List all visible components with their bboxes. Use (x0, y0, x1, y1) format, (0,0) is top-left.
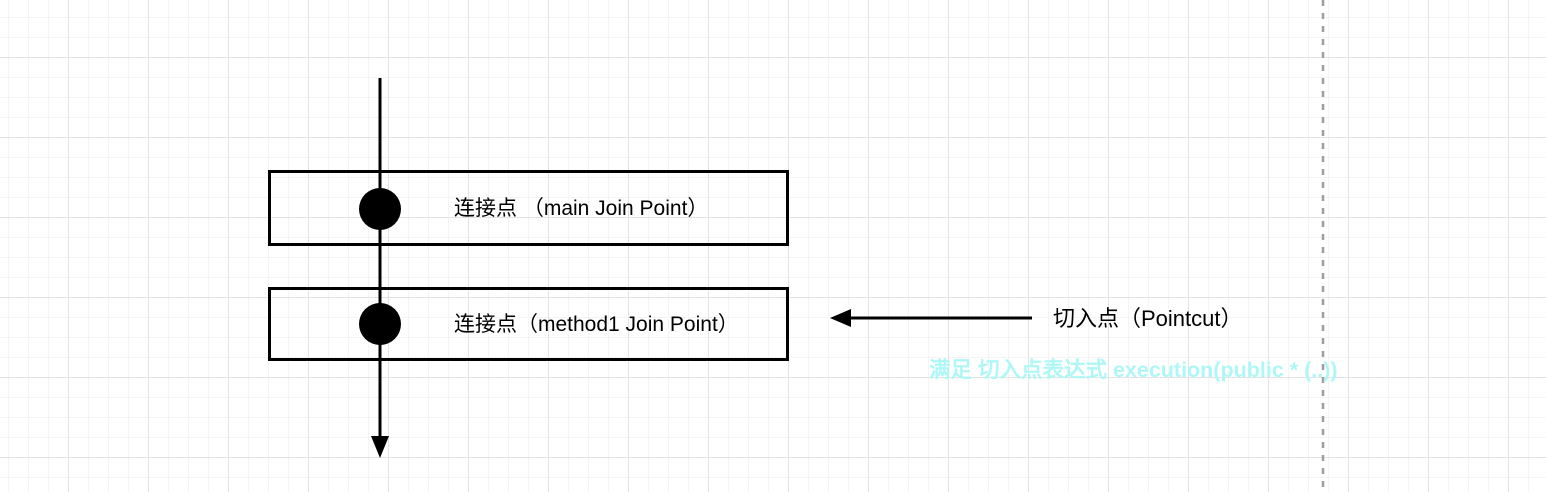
join-point-box-main-label: 连接点 （main Join Point） (454, 196, 709, 220)
join-point-marker-method1[interactable] (359, 303, 401, 345)
flow-arrowhead-down-icon[interactable] (371, 436, 389, 458)
join-point-box-method1-label: 连接点（method1 Join Point） (454, 312, 739, 336)
pointcut-expression-note[interactable]: 满足 切入点表达式 execution(public * (..)) (929, 358, 1338, 382)
join-point-box-main[interactable]: 连接点 （main Join Point） (268, 170, 789, 246)
pointcut-arrowhead-left-icon[interactable] (830, 309, 851, 327)
join-point-marker-main[interactable] (359, 188, 401, 230)
pointcut-label[interactable]: 切入点（Pointcut） (1053, 306, 1243, 331)
join-point-box-method1[interactable]: 连接点（method1 Join Point） (268, 287, 789, 361)
